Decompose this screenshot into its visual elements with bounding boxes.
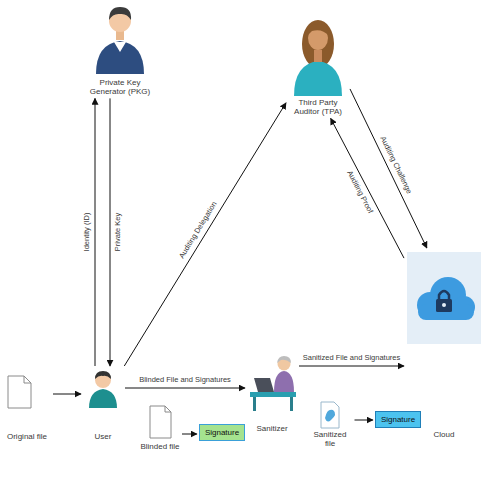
actor-node: Sanitizer <box>247 352 297 433</box>
icon-space <box>85 2 155 78</box>
flow-arrow <box>299 366 404 367</box>
actor-node: Private Key Generator (PKG) <box>85 2 155 96</box>
icon-space <box>308 400 353 430</box>
flow-arrow <box>331 118 404 258</box>
node-label: User <box>83 432 123 441</box>
user-figure <box>89 371 117 408</box>
cloud-icon <box>407 252 481 344</box>
node-label: Cloud <box>406 430 482 439</box>
actor-node: Third Party Auditor (TPA) <box>288 12 348 116</box>
flow-arrow <box>182 434 197 435</box>
node-label: Sanitizer <box>247 424 297 433</box>
icon-space <box>83 368 123 432</box>
edge-label: Sanitized File and Signatures <box>302 354 402 362</box>
blinded-file-icon <box>150 406 171 438</box>
icon-space <box>288 12 348 98</box>
icon-space <box>247 352 297 424</box>
signature-box: Signature <box>375 411 421 428</box>
node-label: Sanitized file <box>308 430 353 448</box>
actor-node: Original file <box>3 372 51 441</box>
node-label: Blinded file <box>140 442 180 451</box>
actor-node: Blinded file <box>140 404 180 451</box>
node-label: Private Key Generator (PKG) <box>85 78 155 96</box>
flow-arrow <box>125 388 245 389</box>
actor-node: User <box>83 368 123 441</box>
signature-box: Signature <box>199 424 245 441</box>
flow-arrow <box>350 89 427 248</box>
edge-label: Auditing Delegation <box>178 200 219 261</box>
edge-label: Identity (ID) <box>83 212 91 253</box>
pkg-figure <box>96 7 144 74</box>
flow-arrow <box>124 103 286 366</box>
sanitizer-figure <box>250 356 296 411</box>
signature-label: Signature <box>205 428 239 437</box>
edge-label: Auditing Challenge <box>378 134 413 196</box>
signature-label: Signature <box>381 415 415 424</box>
original-file-icon <box>8 376 31 408</box>
edge-label: Private Key <box>114 212 122 252</box>
icon-space <box>406 250 482 430</box>
tpa-figure <box>294 20 342 96</box>
icon-space <box>140 404 180 442</box>
flow-arrow <box>355 420 373 421</box>
node-label: Third Party Auditor (TPA) <box>288 98 348 116</box>
flow-arrow <box>110 98 111 366</box>
icon-space <box>3 372 51 432</box>
node-label: Original file <box>3 432 51 441</box>
flow-arrow <box>53 394 81 395</box>
sanitized-file-icon <box>321 402 339 428</box>
edge-label: Blinded File and Signatures <box>138 376 232 384</box>
actor-node: Sanitized file <box>308 400 353 448</box>
flow-arrow <box>95 98 96 366</box>
